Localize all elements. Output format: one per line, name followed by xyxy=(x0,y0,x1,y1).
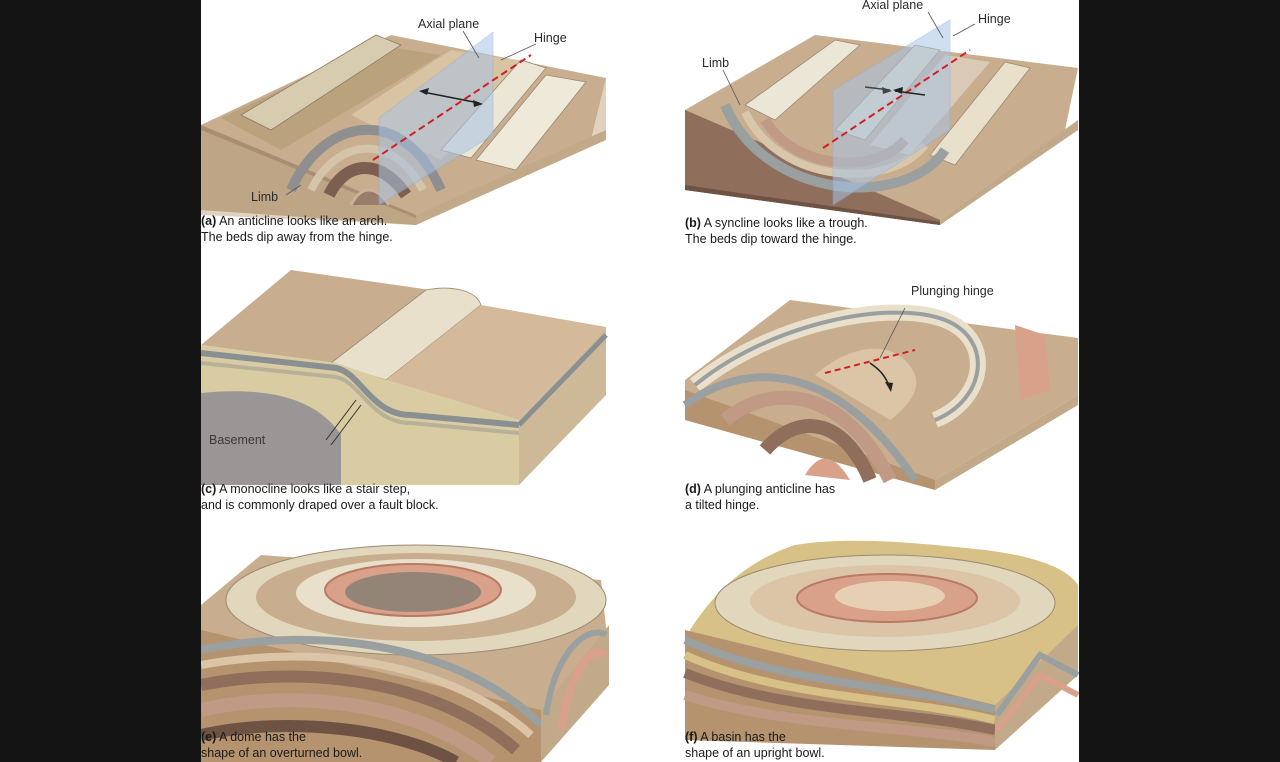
caption-line1: An anticline looks like an arch. xyxy=(219,214,388,228)
caption-plunging-anticline: (d) A plunging anticline has a tilted hi… xyxy=(685,481,835,513)
caption-line2: The beds dip away from the hinge. xyxy=(201,230,393,244)
caption-letter: (a) xyxy=(201,214,217,228)
syncline-block-diagram xyxy=(685,11,1078,225)
panel-anticline: Axial plane Hinge Limb (a) An anticline … xyxy=(201,0,621,250)
panel-dome: (e) A dome has the shape of an overturne… xyxy=(201,535,621,762)
panel-syncline: Axial plane Hinge Limb (b) A syncline lo… xyxy=(685,0,1079,250)
figure-sheet: Axial plane Hinge Limb (a) An anticline … xyxy=(201,0,1079,762)
caption-letter: (c) xyxy=(201,482,217,496)
caption-line1: A basin has the xyxy=(700,730,786,744)
caption-line1: A monocline looks like a stair step, xyxy=(219,482,411,496)
caption-line2: and is commonly draped over a fault bloc… xyxy=(201,498,439,512)
caption-letter: (b) xyxy=(685,216,701,230)
caption-line2: a tilted hinge. xyxy=(685,498,760,512)
hinge-label: Hinge xyxy=(534,31,567,45)
caption-letter: (d) xyxy=(685,482,701,496)
caption-monocline: (c) A monocline looks like a stair step,… xyxy=(201,481,439,513)
basin-block-diagram xyxy=(683,540,1079,750)
panel-basin: (f) A basin has the shape of an upright … xyxy=(683,535,1079,762)
caption-line1: A syncline looks like a trough. xyxy=(703,216,868,230)
caption-line2: shape of an upright bowl. xyxy=(685,746,825,760)
panel-plunging-anticline: Plunging hinge (d) A plunging anticline … xyxy=(682,280,1079,515)
dome-block-diagram xyxy=(201,544,609,762)
limb-label: Limb xyxy=(251,190,279,204)
caption-line2: The beds dip toward the hinge. xyxy=(685,232,857,246)
plunging-anticline-block-diagram xyxy=(682,300,1078,490)
caption-syncline: (b) A syncline looks like a trough. The … xyxy=(685,215,868,247)
caption-letter: (e) xyxy=(201,730,217,744)
caption-basin: (f) A basin has the shape of an upright … xyxy=(685,729,825,761)
axial-plane-label: Axial plane xyxy=(862,0,924,12)
hinge-label: Hinge xyxy=(978,12,1011,26)
plunging-hinge-label: Plunging hinge xyxy=(911,284,994,298)
caption-line2: shape of an overturned bowl. xyxy=(201,746,363,760)
basement-label: Basement xyxy=(209,433,266,447)
panel-monocline: Basement (c) A monocline looks like a st… xyxy=(201,265,621,515)
caption-letter: (f) xyxy=(685,730,698,744)
axial-plane-label: Axial plane xyxy=(418,17,480,31)
monocline-block-diagram xyxy=(201,270,608,485)
limb-label: Limb xyxy=(702,56,730,70)
caption-anticline: (a) An anticline looks like an arch. The… xyxy=(201,213,393,245)
caption-line1: A dome has the xyxy=(219,730,306,744)
anticline-block-diagram xyxy=(201,30,606,225)
caption-dome: (e) A dome has the shape of an overturne… xyxy=(201,729,362,761)
caption-line1: A plunging anticline has xyxy=(703,482,836,496)
